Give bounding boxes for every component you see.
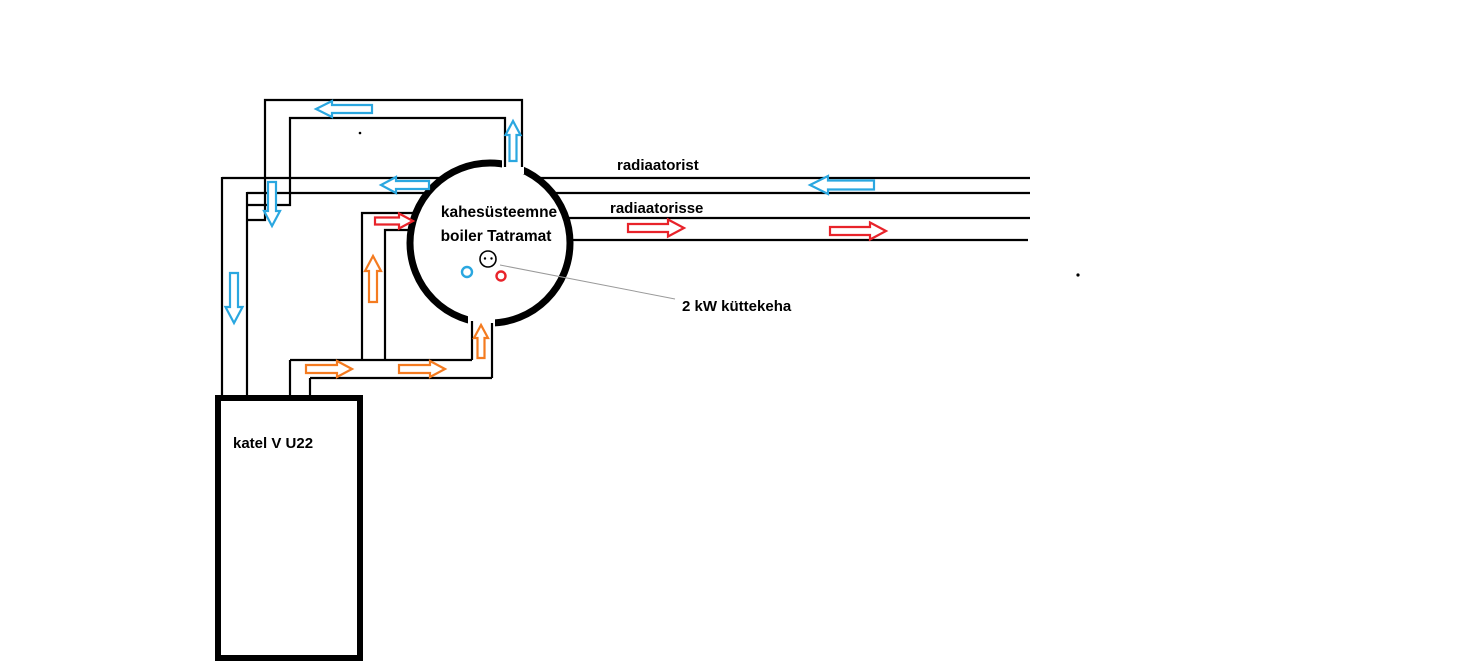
heating-element-icon [479, 250, 497, 268]
arrow-left-radiator-return [807, 174, 876, 196]
heating-element-pin-right [490, 257, 493, 260]
hot-flow-arrows [373, 211, 889, 242]
boiler-label-line1: kahesüsteemne [441, 204, 558, 221]
pipe-boiler-feed-inner [383, 228, 411, 360]
arrow-left-into-boiler [378, 175, 431, 195]
pipes [220, 98, 1030, 398]
arrow-up-boiler-bottom [472, 322, 490, 360]
arrow-right-supply-2 [828, 220, 889, 242]
arrow-right-into-boiler [373, 211, 416, 231]
pipe-top-loop-outer [248, 98, 524, 222]
furnace-circuit-arrows [304, 253, 490, 379]
cold-port-icon [460, 265, 474, 279]
radiator-supply-label: radiaatorisse [610, 200, 703, 217]
arrow-right-bottom-1 [304, 359, 355, 379]
arrow-up-boiler-top [503, 118, 523, 163]
boiler-label-line2: boiler Tatramat [441, 228, 552, 245]
stray-dot-2 [1076, 273, 1080, 277]
arrow-right-bottom-2 [397, 359, 448, 379]
heating-element-group [460, 250, 676, 300]
katel-rect [215, 395, 363, 661]
arrow-left-top-loop [313, 99, 374, 119]
arrow-down-top-loop-leg [262, 180, 282, 229]
cold-flow-arrows [223, 99, 876, 326]
boiler-bottom-opening [468, 313, 495, 328]
arrow-down-left-pipe [223, 271, 245, 326]
katel-label: katel V U22 [233, 435, 313, 452]
radiator-return-label: radiaatorist [617, 157, 699, 174]
arrow-up-feed-pipe [363, 253, 383, 304]
leader-line [499, 264, 676, 300]
arrow-right-supply-1 [626, 217, 687, 239]
heating-element-label: 2 kW küttekeha [682, 298, 792, 315]
stray-dot-1 [358, 131, 362, 135]
heating-element-pin-left [483, 257, 487, 260]
hot-port-icon [495, 270, 507, 282]
boiler-top-opening [502, 157, 524, 174]
